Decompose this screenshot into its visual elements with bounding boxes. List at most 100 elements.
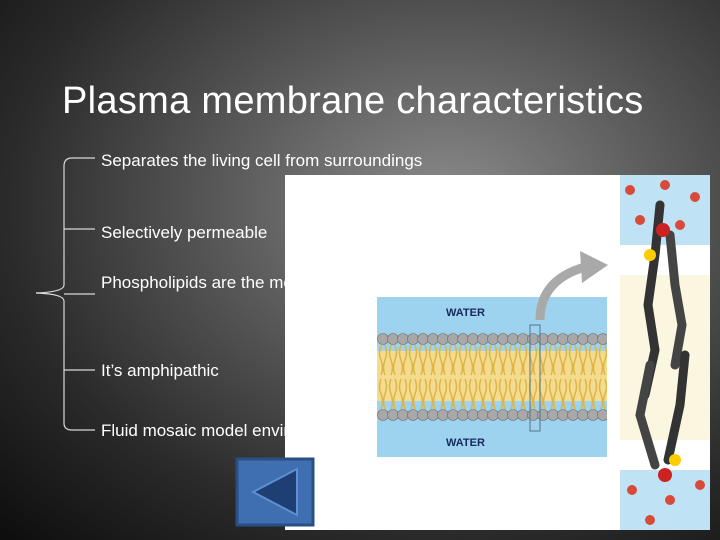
page-title: Plasma membrane characteristics — [62, 80, 644, 122]
phospholipid-tail — [428, 378, 438, 410]
phospholipid-head — [377, 333, 389, 345]
phospholipid-head — [537, 333, 549, 345]
phospholipid-head — [477, 409, 489, 421]
phospholipid-head — [487, 333, 499, 345]
phospholipid-head — [517, 333, 529, 345]
phospholipid-tail — [558, 378, 568, 410]
phospholipid-tail — [518, 378, 528, 410]
phospholipid-head — [597, 409, 607, 421]
phospholipid-head — [397, 409, 409, 421]
phospholipid-head — [557, 333, 569, 345]
phospholipid-head — [537, 409, 549, 421]
water-label-top: WATER — [446, 307, 485, 319]
curved-arrow-icon — [535, 251, 608, 321]
phospholipid-head — [577, 333, 589, 345]
phospholipid-tail — [408, 344, 418, 376]
phospholipid-tail — [478, 378, 488, 410]
phospholipid-head — [387, 333, 399, 345]
phospholipid-tail — [488, 378, 498, 410]
phospholipid-tail — [548, 378, 558, 410]
phospholipid-tail — [598, 344, 607, 376]
phospholipid-head — [387, 409, 399, 421]
phospholipid-tail — [438, 378, 448, 410]
phospholipid-head — [487, 409, 499, 421]
phospholipid-head — [417, 333, 429, 345]
phospholipid-head — [497, 409, 509, 421]
phospholipid-head — [527, 333, 539, 345]
phospholipid-head — [567, 409, 579, 421]
phospholipid-tail — [448, 378, 458, 410]
phospholipid-head — [427, 409, 439, 421]
back-button[interactable] — [235, 457, 315, 527]
phospholipid-tail — [378, 344, 388, 376]
phospholipid-tail — [448, 344, 458, 376]
phospholipid-head — [587, 409, 599, 421]
molecular-model-image — [620, 175, 710, 530]
phospholipid-bilayer-diagram — [377, 297, 607, 457]
phospholipid-tail — [558, 344, 568, 376]
phospholipid-tail — [588, 344, 598, 376]
bullet-separates: Separates the living cell from surroundi… — [101, 151, 423, 170]
phospholipid-head — [447, 333, 459, 345]
phospholipid-head — [477, 333, 489, 345]
phospholipid-tail — [428, 344, 438, 376]
phospholipid-tail — [498, 378, 508, 410]
phospholipid-tail — [568, 344, 578, 376]
phospholipid-head — [527, 409, 539, 421]
phospholipid-head — [437, 409, 449, 421]
phospholipid-tail — [398, 344, 408, 376]
phospholipid-tail — [578, 378, 588, 410]
bullet-amphipathic: It’s amphipathic — [101, 361, 219, 380]
phospholipid-tail — [418, 344, 428, 376]
phospholipid-head — [427, 333, 439, 345]
phospholipid-head — [447, 409, 459, 421]
phospholipid-tail — [518, 344, 528, 376]
phospholipid-head — [417, 409, 429, 421]
phospholipid-head — [567, 333, 579, 345]
phospholipid-head — [597, 333, 607, 345]
phospholipid-tail — [598, 378, 607, 410]
phospholipid-head — [397, 333, 409, 345]
phospholipid-tail — [398, 378, 408, 410]
phospholipid-head — [407, 333, 419, 345]
phospholipid-tail — [498, 344, 508, 376]
phospholipid-head — [557, 409, 569, 421]
phospholipid-head — [377, 409, 389, 421]
phospholipid-tail — [438, 344, 448, 376]
phospholipid-head — [437, 333, 449, 345]
phospholipid-head — [407, 409, 419, 421]
phospholipid-tail — [468, 344, 478, 376]
phospholipid-head — [467, 333, 479, 345]
phospholipid-tail — [458, 378, 468, 410]
phospholipid-head — [467, 409, 479, 421]
phospholipid-head — [507, 409, 519, 421]
phospholipid-tail — [548, 344, 558, 376]
phospholipid-tail — [388, 344, 398, 376]
phospholipid-tail — [568, 378, 578, 410]
phospholipid-tail — [378, 378, 388, 410]
phospholipid-head — [457, 333, 469, 345]
phospholipid-tail — [578, 344, 588, 376]
phospholipid-head — [587, 333, 599, 345]
phospholipid-tail — [488, 344, 498, 376]
bullet-fluid-mosaic: Fluid mosaic model environment — [101, 421, 346, 440]
phospholipid-tail — [418, 378, 428, 410]
phospholipid-tail — [478, 344, 488, 376]
phospholipid-tail — [468, 378, 478, 410]
phospholipid-head — [497, 333, 509, 345]
water-label-bottom: WATER — [446, 437, 485, 449]
phospholipid-tail — [388, 378, 398, 410]
phospholipid-head — [507, 333, 519, 345]
bullet-selective: Selectively permeable — [101, 223, 268, 242]
phospholipid-tail — [508, 378, 518, 410]
phospholipid-head — [547, 333, 559, 345]
phospholipid-tail — [508, 344, 518, 376]
phospholipid-head — [517, 409, 529, 421]
phospholipid-head — [547, 409, 559, 421]
phospholipid-tail — [408, 378, 418, 410]
phospholipid-tail — [588, 378, 598, 410]
phospholipid-head — [457, 409, 469, 421]
phospholipid-head — [577, 409, 589, 421]
triangle-left-icon — [235, 457, 315, 527]
